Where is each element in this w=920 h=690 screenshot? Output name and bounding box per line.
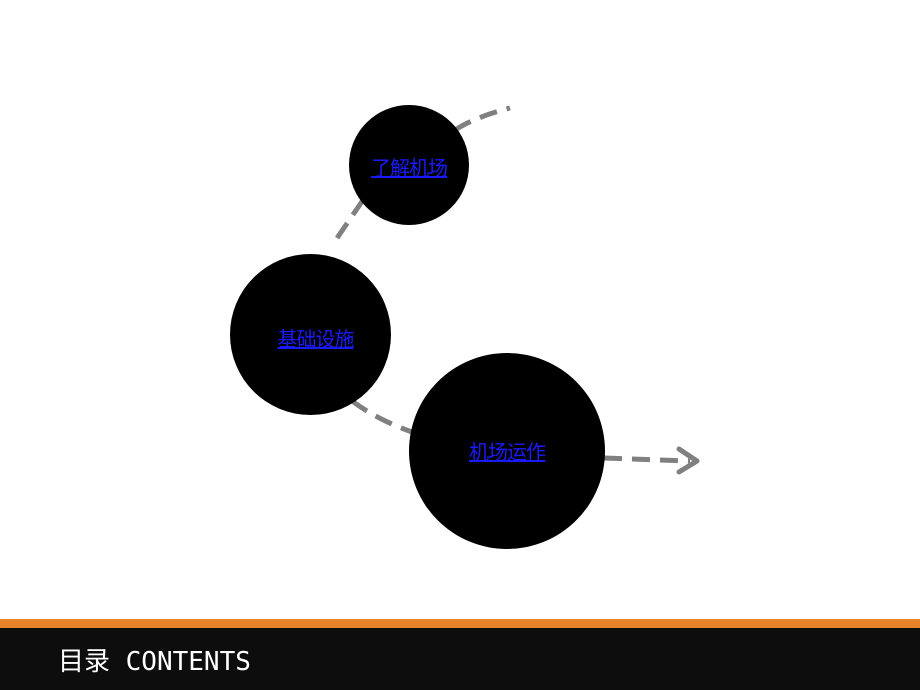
footer-accent-stripe (0, 619, 920, 628)
dashed-path-segment-lower (350, 398, 413, 435)
menu-link-infrastructure[interactable]: 基础设施 (277, 327, 355, 351)
menu-link-airport-operations[interactable]: 机场运作 (469, 439, 546, 464)
dashed-path-segment-upper (330, 198, 366, 246)
menu-circle-airport-operations[interactable]: 机场运作 (409, 353, 605, 549)
menu-link-understand-airport[interactable]: 了解机场 (371, 155, 448, 180)
menu-circle-infrastructure[interactable]: 基础设施 (230, 254, 391, 415)
footer-title: 目录 CONTENTS (58, 646, 251, 677)
footer-bar: 目录 CONTENTS (0, 628, 920, 690)
arrow-right-icon (676, 446, 700, 475)
dashed-path-segment-exit (603, 455, 691, 464)
menu-circle-understand-airport[interactable]: 了解机场 (349, 105, 469, 225)
dashed-path-segment-top (453, 105, 511, 133)
